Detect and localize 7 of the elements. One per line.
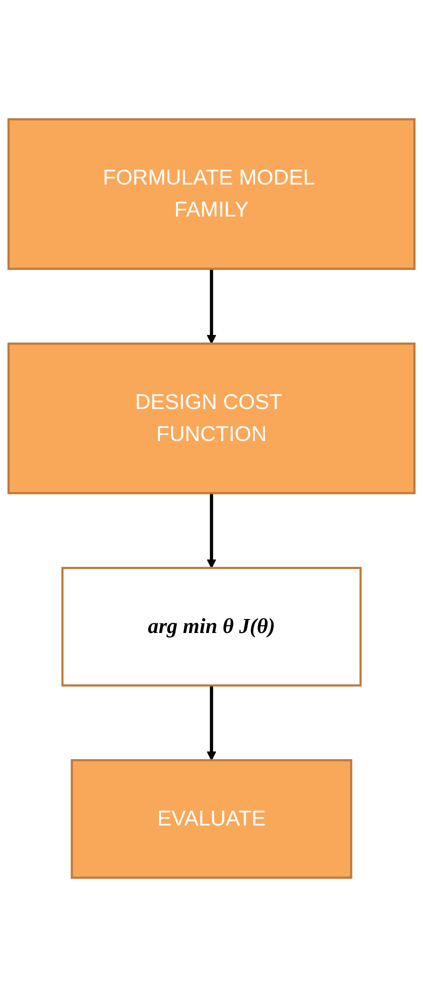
arrow <box>206 685 216 761</box>
node-box: DESIGN COST FUNCTION <box>7 342 416 494</box>
arrow <box>206 268 216 344</box>
node-box: arg min θ J(θ) <box>61 566 362 686</box>
node-box: FORMULATE MODEL FAMILY <box>7 118 416 270</box>
node-box: EVALUATE <box>70 759 352 879</box>
arrow <box>206 493 216 568</box>
